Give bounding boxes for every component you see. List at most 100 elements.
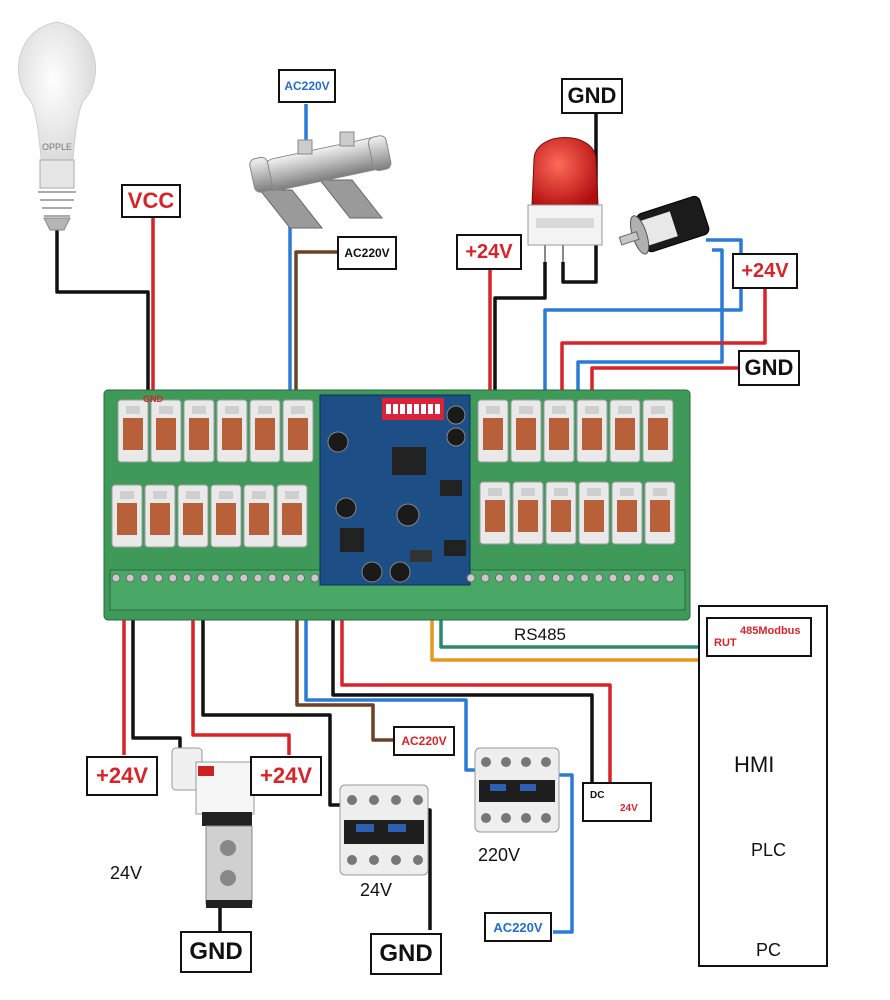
terminal-screw: [665, 573, 675, 583]
contactor-24v-icon: [339, 784, 429, 876]
terminal-screw: [608, 573, 618, 583]
pc-label: PC: [756, 940, 782, 960]
terminal-screw: [551, 573, 561, 583]
plus24-alarm-label: +24V: [456, 234, 522, 270]
terminal-screw: [239, 573, 249, 583]
ac220-contactor-label: AC220V: [393, 726, 455, 756]
terminal-screw: [196, 573, 206, 583]
relay-module: [276, 484, 308, 548]
relay-module: [243, 484, 275, 548]
ac220-top-label: AC220V: [278, 69, 336, 103]
relay-module: [642, 399, 674, 463]
plus24-motor-label: +24V: [732, 253, 798, 289]
ac220-heater-label: AC220V: [337, 236, 397, 270]
uv-heater-icon: [249, 131, 392, 229]
terminal-screw: [509, 573, 519, 583]
relay-module: [177, 484, 209, 548]
hmi-label: HMI: [734, 752, 775, 777]
terminal-screw: [139, 573, 149, 583]
terminal-screw: [111, 573, 121, 583]
solenoid-24v-label: 24V: [110, 863, 143, 883]
terminal-screw: [594, 573, 604, 583]
terminal-screw: [253, 573, 263, 583]
dc-motor-icon: [618, 195, 710, 255]
relay-module: [510, 399, 542, 463]
relay-module: [611, 481, 643, 545]
plus24-left-label: +24V: [86, 756, 158, 796]
wire-motor-red: [560, 287, 767, 395]
terminal-screw: [651, 573, 661, 583]
ac220-bottom-label: AC220V: [484, 912, 552, 942]
gnd-alarm-label: GND: [561, 78, 623, 114]
bulb-brand: OPPLE: [42, 142, 72, 152]
controller-panel: [698, 605, 828, 967]
terminal-screw: [622, 573, 632, 583]
terminal-screw: [480, 573, 490, 583]
terminal-screw: [182, 573, 192, 583]
terminal-screw: [296, 573, 306, 583]
relay-module: [609, 399, 641, 463]
terminal-screw: [537, 573, 547, 583]
relay-board: [103, 389, 691, 621]
relay-module: [210, 484, 242, 548]
relay-module: [216, 399, 248, 463]
plus24-mid-label: +24V: [250, 756, 322, 796]
wire-brown-ac: [295, 580, 395, 742]
terminal-screw: [154, 573, 164, 583]
relay-module: [479, 481, 511, 545]
relay-module: [545, 481, 577, 545]
relay-module: [144, 484, 176, 548]
wire-motor-blue-2: [576, 248, 724, 395]
wire-sol-red-2: [191, 580, 291, 755]
dc-line2: 24V: [620, 803, 638, 814]
relay-module: [512, 481, 544, 545]
terminal-screw: [281, 573, 291, 583]
dc-line1: DC: [590, 790, 605, 801]
contactor-220v-label: 220V: [478, 845, 521, 865]
relay-module: [477, 399, 509, 463]
relay-module: [111, 484, 143, 548]
light-bulb-icon: OPPLE: [18, 21, 96, 231]
relay-module: [543, 399, 575, 463]
wire-220-blue-bottom: [548, 773, 574, 934]
relay-modules: [111, 399, 676, 548]
relay-module: [576, 399, 608, 463]
relay-module: [117, 399, 149, 463]
terminal-screw: [310, 573, 320, 583]
alarm-lamp-icon: [527, 137, 603, 262]
terminal-screw: [225, 573, 235, 583]
terminal-screw: [636, 573, 646, 583]
contactor-24v-label: 24V: [360, 880, 393, 900]
terminal-screw: [580, 573, 590, 583]
modbus-line2: RUT: [714, 637, 737, 649]
gnd-board-label: GND: [143, 394, 163, 404]
terminal-screw: [125, 573, 135, 583]
terminal-screw: [523, 573, 533, 583]
terminal-screw: [168, 573, 178, 583]
relay-module: [183, 399, 215, 463]
vcc-label: VCC: [121, 184, 181, 218]
solenoid-valve-icon: [171, 747, 255, 908]
rs485-label: RS485: [514, 625, 566, 644]
wire-red-dc: [340, 580, 612, 785]
wire-heater-brown: [294, 250, 340, 395]
wire-motor-gnd-red: [590, 366, 740, 395]
wire-black-dc: [331, 580, 594, 790]
gnd-solenoid-label: GND: [180, 931, 252, 973]
relay-module: [644, 481, 676, 545]
relay-module: [578, 481, 610, 545]
modbus-line1: 485Modbus: [740, 625, 801, 637]
relay-module: [150, 399, 182, 463]
wire-bulb-black: [55, 230, 150, 398]
contactor-220v-icon: [474, 747, 560, 833]
relay-module: [282, 399, 314, 463]
wire-motor-blue-1: [543, 238, 743, 395]
terminal-screw: [267, 573, 277, 583]
terminal-screws: [111, 573, 675, 583]
terminal-screw: [210, 573, 220, 583]
gnd-contactor-label: GND: [370, 933, 442, 975]
terminal-screw: [494, 573, 504, 583]
modbus-label: 485Modbus RUT: [706, 617, 812, 657]
plc-label: PLC: [751, 840, 787, 860]
terminal-screw: [565, 573, 575, 583]
